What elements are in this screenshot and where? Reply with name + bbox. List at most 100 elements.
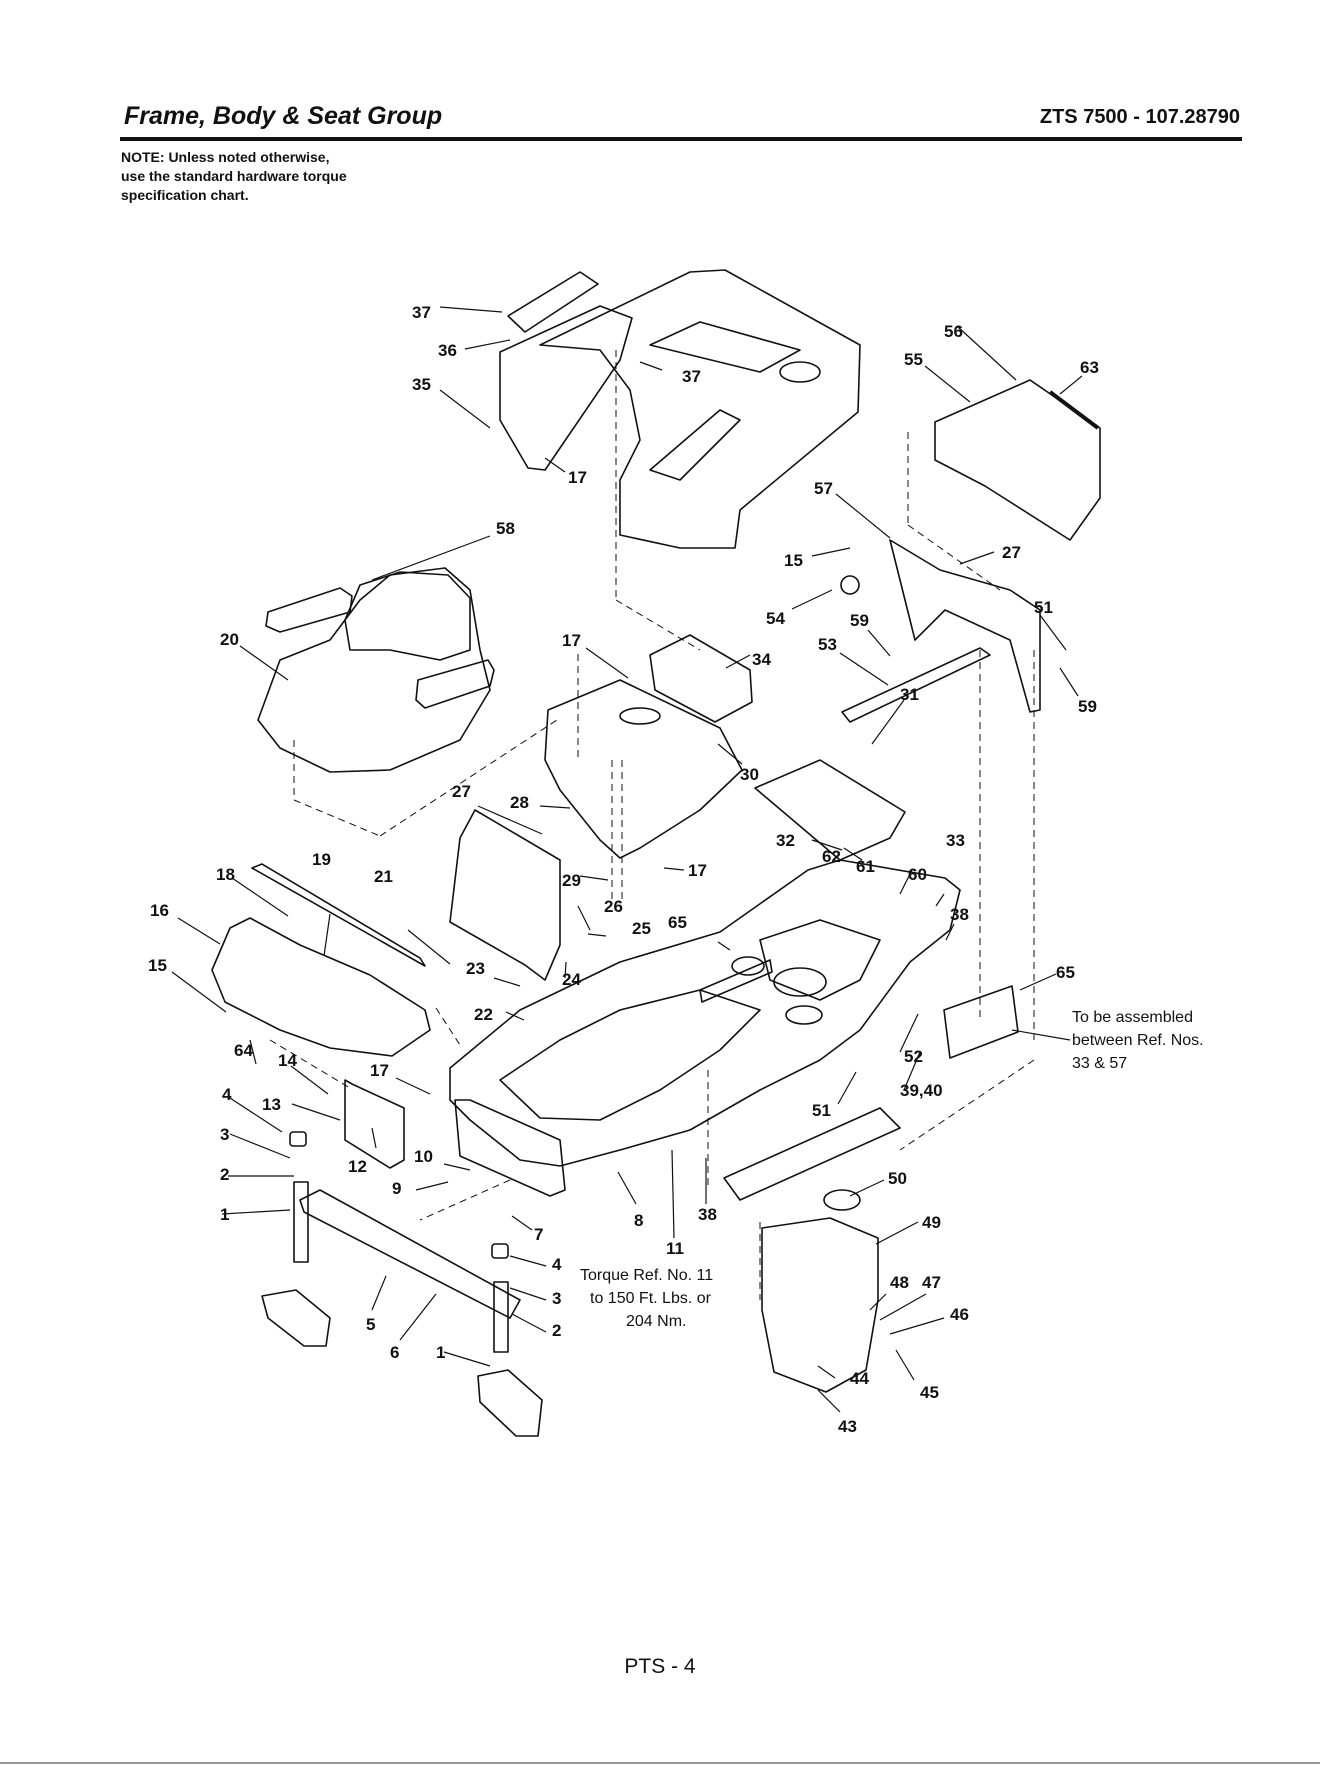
alignment-lines — [269, 350, 1035, 1300]
callout-46: 46 — [950, 1305, 969, 1324]
callout-47: 47 — [922, 1273, 941, 1292]
frame-hole-2 — [731, 956, 765, 976]
callout-15: 15 — [148, 956, 167, 975]
torque-note: NOTE: Unless noted otherwise, use the st… — [121, 148, 441, 205]
callout-59: 59 — [1078, 697, 1097, 716]
callout-31: 31 — [900, 685, 919, 704]
callout-17: 17 — [688, 861, 707, 880]
page-title: Frame, Body & Seat Group — [124, 102, 443, 130]
callout-60: 60 — [908, 865, 927, 884]
fender-tray — [649, 409, 741, 481]
callout-16: 16 — [150, 901, 169, 920]
spindle-right — [493, 1281, 509, 1353]
callout-7: 7 — [534, 1225, 543, 1244]
callout-65: 65 — [1056, 963, 1075, 982]
callout-35: 35 — [412, 375, 431, 394]
rear-cover — [934, 379, 1101, 541]
callout-17: 17 — [568, 468, 587, 487]
shroud-21 — [449, 809, 561, 981]
callout-5: 5 — [366, 1315, 375, 1334]
seat — [257, 567, 491, 773]
spindle-left — [293, 1181, 309, 1263]
callout-36: 36 — [438, 341, 457, 360]
callout-43: 43 — [838, 1417, 857, 1436]
callout-3: 3 — [552, 1289, 561, 1308]
bushing-4-right — [491, 1243, 509, 1259]
callout-8: 8 — [634, 1211, 643, 1230]
callout-23: 23 — [466, 959, 485, 978]
callout-33: 33 — [946, 831, 965, 850]
callout-20: 20 — [220, 630, 239, 649]
callout-48: 48 — [890, 1273, 909, 1292]
note-line-3: specification chart. — [121, 187, 249, 203]
seat-back — [344, 571, 471, 661]
callout-63: 63 — [1080, 358, 1099, 377]
callout-53: 53 — [818, 635, 837, 654]
fuel-cap-50 — [823, 1189, 861, 1211]
callout-4: 4 — [222, 1085, 232, 1104]
frame-footwell — [499, 989, 761, 1121]
callout-9: 9 — [392, 1179, 401, 1198]
callout-58: 58 — [496, 519, 515, 538]
callout-34: 34 — [752, 650, 771, 669]
callout-49: 49 — [922, 1213, 941, 1232]
callout-25: 25 — [632, 919, 651, 938]
note-line-1: NOTE: Unless noted otherwise, — [121, 149, 330, 165]
callout-52: 52 — [904, 1047, 923, 1066]
assembly-note-line-1: To be assembled — [1072, 1009, 1193, 1026]
callout-39-40: 39,40 — [900, 1081, 943, 1100]
assembly-note-line-3: 33 & 57 — [1072, 1055, 1127, 1072]
callout-13: 13 — [262, 1095, 281, 1114]
callout-1: 1 — [220, 1205, 229, 1224]
cover-31 — [754, 759, 906, 861]
callout-6: 6 — [390, 1343, 399, 1362]
callout-37: 37 — [412, 303, 431, 322]
bottom-rule — [0, 1762, 1320, 1764]
callout-26: 26 — [604, 897, 623, 916]
callout-32: 32 — [776, 831, 795, 850]
callout-29: 29 — [562, 871, 581, 890]
caster-fork-right — [477, 1369, 543, 1437]
callout-21: 21 — [374, 867, 393, 886]
callout-38: 38 — [698, 1205, 717, 1224]
seat-pan-slot — [619, 707, 661, 725]
callout-59: 59 — [850, 611, 869, 630]
callout-labels: 37 36 35 37 17 56 55 63 57 27 15 54 59 5… — [148, 303, 1099, 1436]
strip-65-upper — [699, 959, 773, 1003]
callout-10: 10 — [414, 1147, 433, 1166]
cup-holder — [779, 361, 821, 383]
main-frame — [449, 859, 961, 1167]
assembly-note-line-2: between Ref. Nos. — [1072, 1032, 1204, 1049]
bar-53 — [841, 647, 991, 723]
callout-45: 45 — [920, 1383, 939, 1402]
callout-56: 56 — [944, 322, 963, 341]
callout-24: 24 — [562, 970, 581, 989]
plate-51 — [723, 1107, 901, 1201]
callout-51: 51 — [1034, 598, 1053, 617]
callout-17: 17 — [370, 1061, 389, 1080]
control-panel — [499, 305, 633, 471]
front-rail — [454, 1099, 566, 1197]
callout-28: 28 — [510, 793, 529, 812]
header-rule — [120, 137, 1242, 141]
leader-lines — [171, 306, 1083, 1413]
frame-hole-1 — [773, 967, 827, 997]
callout-1: 1 — [436, 1343, 445, 1362]
side-panel-16 — [211, 917, 431, 1057]
bracket-57 — [889, 539, 1041, 713]
frame-platform — [759, 919, 881, 1001]
callout-14: 14 — [278, 1051, 297, 1070]
fuel-tank — [761, 1217, 879, 1393]
torque-note-line-3: 204 Nm. — [626, 1313, 686, 1330]
callout-11: 11 — [666, 1239, 684, 1258]
callout-27: 27 — [452, 782, 471, 801]
callout-54: 54 — [766, 609, 785, 628]
deflector-65 — [943, 985, 1019, 1059]
bracket-12 — [344, 1079, 405, 1169]
fender-cutout — [649, 321, 801, 373]
callout-64: 64 — [234, 1041, 253, 1060]
callout-18: 18 — [216, 865, 235, 884]
fender-body — [539, 269, 861, 549]
armrest-right — [415, 659, 495, 709]
